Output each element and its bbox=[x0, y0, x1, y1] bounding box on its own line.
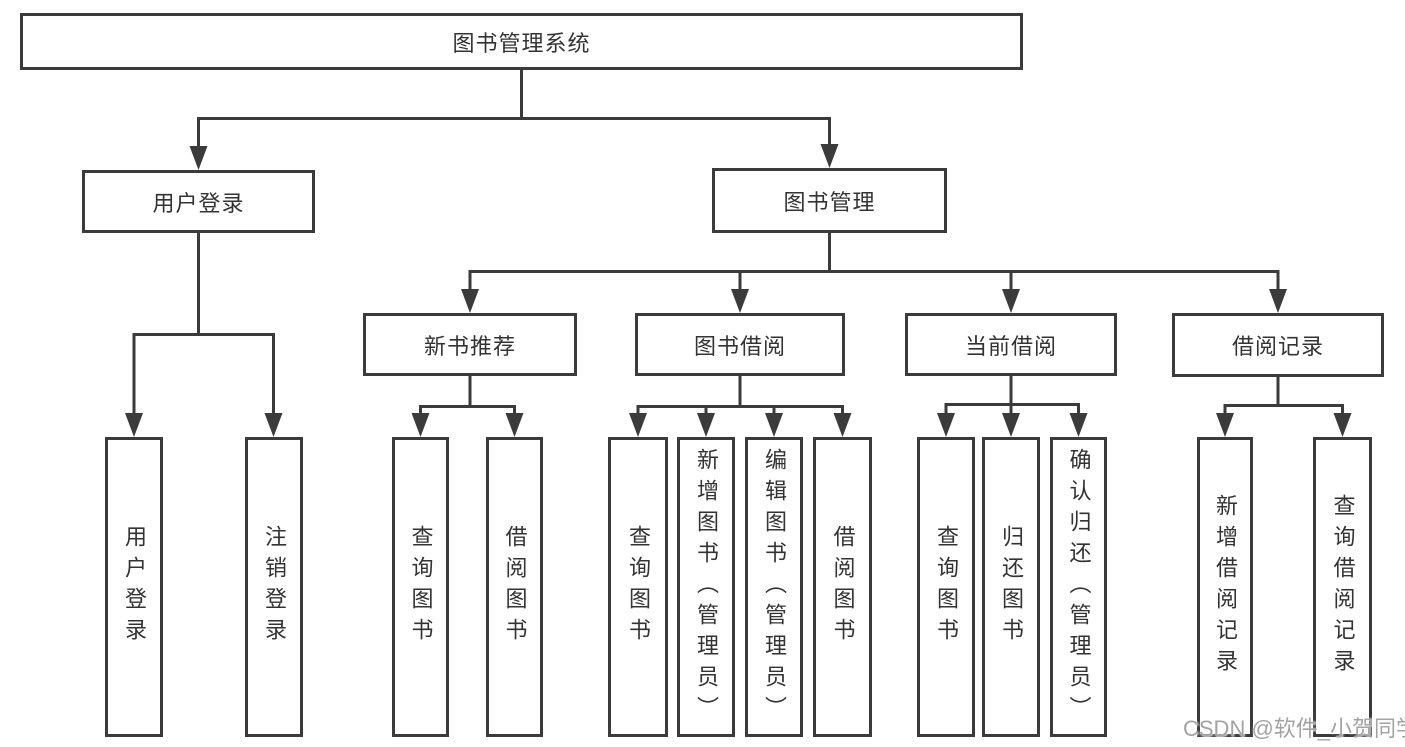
node-nbr-borrow-books: 借阅图书 bbox=[486, 437, 543, 737]
node-new-book-recommend: 新书推荐 bbox=[363, 313, 577, 376]
connector-bookmgmt-to-level3 bbox=[468, 233, 1280, 290]
node-cb-query-books: 查询图书 bbox=[917, 437, 975, 737]
connector-currentborrow-to-children bbox=[944, 376, 1080, 414]
connector-userlogin-to-children bbox=[132, 233, 275, 414]
node-bb-borrow-books: 借阅图书 bbox=[813, 437, 872, 737]
node-book-borrowing: 图书借阅 bbox=[635, 313, 845, 376]
node-cb-confirm-return: 确认归还（管理员） bbox=[1050, 437, 1107, 737]
arrowheads bbox=[125, 144, 1352, 437]
node-book-management: 图书管理 bbox=[712, 168, 947, 233]
node-logout: 注销登录 bbox=[245, 437, 303, 737]
watermark: CSDN @软件_小贺同学 bbox=[1183, 716, 1405, 741]
node-cb-return-books: 归还图书 bbox=[982, 437, 1040, 737]
connector-root-to-level2 bbox=[197, 70, 831, 147]
node-br-add-record: 新增借阅记录 bbox=[1197, 437, 1253, 737]
node-login: 用户登录 bbox=[105, 437, 163, 737]
node-br-query-record: 查询借阅记录 bbox=[1313, 437, 1372, 737]
node-nbr-query-books: 查询图书 bbox=[392, 437, 449, 737]
node-borrowing-records: 借阅记录 bbox=[1172, 313, 1384, 377]
node-bb-edit-books: 编辑图书（管理员） bbox=[745, 437, 803, 737]
node-user-login: 用户登录 bbox=[82, 170, 315, 233]
node-root: 图书管理系统 bbox=[20, 13, 1023, 70]
connector-borrowrecords-to-children bbox=[1223, 377, 1344, 414]
connector-bookborrow-to-children bbox=[636, 376, 844, 414]
connector-newbookrec-to-children bbox=[419, 376, 516, 414]
node-current-borrowing: 当前借阅 bbox=[905, 313, 1117, 376]
node-bb-add-books: 新增图书（管理员） bbox=[677, 437, 735, 737]
node-bb-query-books: 查询图书 bbox=[608, 437, 668, 737]
